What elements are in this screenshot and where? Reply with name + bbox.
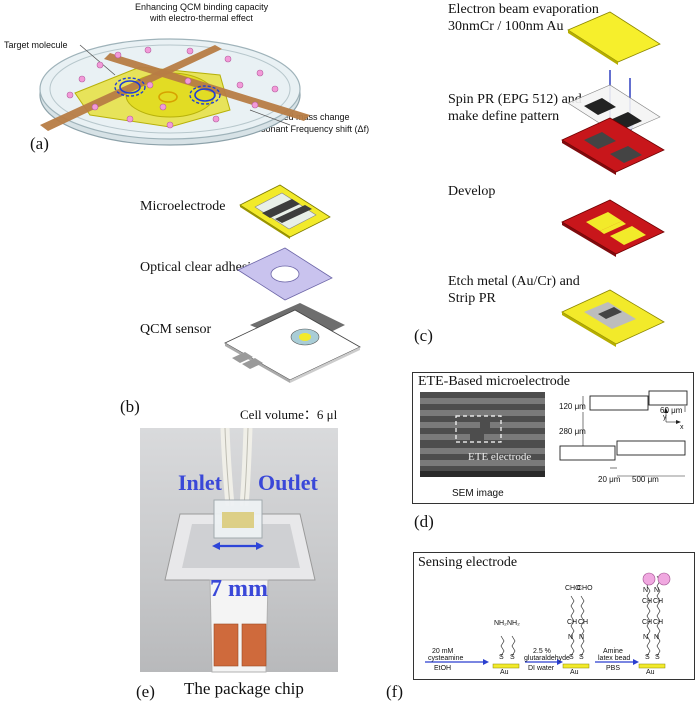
panel-f-letter: (f): [386, 682, 403, 701]
dim-120: 120 μm: [559, 402, 586, 411]
reagent2-line1: 2.5 %: [533, 648, 551, 655]
dim-20: 20 μm: [598, 475, 621, 484]
petri-dish-illustration: [39, 38, 310, 146]
ch-2a: CH: [567, 619, 578, 626]
ch-3top-a: CH: [642, 598, 653, 605]
package-chip-drawing: [164, 427, 316, 673]
package-caption: The package chip: [184, 679, 304, 698]
sulfur-1b: S: [510, 654, 515, 661]
panel-d-letter: (d): [414, 512, 434, 531]
sem-electrode-label: ETE electrode: [468, 451, 532, 463]
panel-f-frame: [413, 552, 695, 680]
amine-1b: NH₂: [507, 620, 520, 627]
layer-stack-illustration: [224, 184, 361, 383]
step4-line1: Etch metal (Au/Cr) and: [448, 274, 580, 289]
panel-f-title: Sensing electrode: [418, 555, 518, 570]
reagent2-line2: glutaraldehyde: [524, 655, 570, 662]
sensing-chemistry-diagram: [425, 572, 671, 669]
aldehyde-2a: CHO: [565, 585, 581, 592]
outlet-label: Outlet: [258, 470, 318, 495]
reagent3-line1: Amine: [603, 648, 623, 655]
ch-3top-b: CH: [653, 598, 664, 605]
binding-caption-line2: with electro-thermal effect: [150, 13, 253, 23]
reagent3-line2: latex bead: [598, 655, 631, 662]
panel-e-letter: (e): [136, 682, 155, 701]
sulfur-2a: S: [569, 654, 574, 661]
substrate3-label: Au: [646, 669, 655, 676]
fabrication-steps-illustration: [561, 11, 665, 347]
n-3top-b: N: [654, 587, 660, 594]
sulfur-2b: S: [579, 654, 584, 661]
microelectrode-label: Microelectrode: [140, 199, 226, 214]
solvent2: DI water: [528, 665, 555, 672]
n-3b: N: [654, 634, 660, 641]
panel-d-frame: [412, 372, 694, 504]
n-3top-a: N: [643, 587, 649, 594]
n-3a: N: [643, 634, 649, 641]
solvent3: PBS: [606, 665, 621, 672]
axis-x-label: x: [680, 424, 684, 431]
substrate2-label: Au: [570, 669, 579, 676]
sem-image: ETE electrode: [420, 392, 545, 477]
n-2a: N: [568, 634, 574, 641]
solvent1: EtOH: [434, 665, 452, 672]
mass-change-line2: → Resonant Frequency shift (Δf): [238, 124, 370, 134]
step1-line1: Electron beam evaporation: [448, 2, 599, 17]
binding-caption-line1: Enhancing QCM binding capacity: [135, 2, 269, 12]
sulfur-1a: S: [499, 654, 504, 661]
panel-c-letter: (c): [414, 326, 433, 345]
distance-label: 7 mm: [210, 576, 268, 602]
sulfur-3b: S: [655, 654, 660, 661]
substrate1-label: Au: [500, 669, 509, 676]
ch-3b: CH: [653, 619, 664, 626]
inlet-label: Inlet: [178, 470, 222, 495]
ch-3a: CH: [642, 619, 653, 626]
step3-label: Develop: [448, 184, 496, 199]
panel-d-title: ETE-Based microelectrode: [418, 374, 570, 389]
sem-electrode-texture: [420, 392, 545, 477]
step4-line2: Strip PR: [448, 291, 496, 306]
dim-60: 60 μm: [660, 406, 683, 415]
adhesive-label: Optical clear adhesive: [140, 260, 265, 275]
cell-volume-label: Cell volume：6 μl: [240, 407, 338, 422]
reagent1-line1: 20 mM: [432, 648, 454, 655]
sulfur-3a: S: [645, 654, 650, 661]
step2-line2: make define pattern: [448, 109, 560, 124]
dim-500: 500 μm: [632, 475, 659, 484]
package-chip-photo: Inlet Outlet 7 mm: [140, 427, 338, 673]
qcm-label: QCM sensor: [140, 322, 212, 337]
step2-line1: Spin PR (EPG 512) and: [448, 92, 582, 107]
target-molecule-label: Target molecule: [4, 40, 68, 50]
n-2b: N: [579, 634, 585, 641]
aldehyde-2b: CHO: [577, 585, 593, 592]
amine-1a: NH₂: [494, 620, 507, 627]
reagent1-line2: cysteamine: [428, 655, 464, 662]
axis-y-label: y: [663, 414, 667, 421]
electrode-dimension-schematic: [559, 390, 688, 477]
ch-2b: CH: [578, 619, 589, 626]
panel-b-letter: (b): [120, 397, 140, 416]
dim-280: 280 μm: [559, 427, 586, 436]
sem-caption: SEM image: [452, 488, 504, 499]
step1-line2: 30nmCr / 100nm Au: [448, 19, 564, 34]
panel-a-letter: (a): [30, 134, 49, 153]
